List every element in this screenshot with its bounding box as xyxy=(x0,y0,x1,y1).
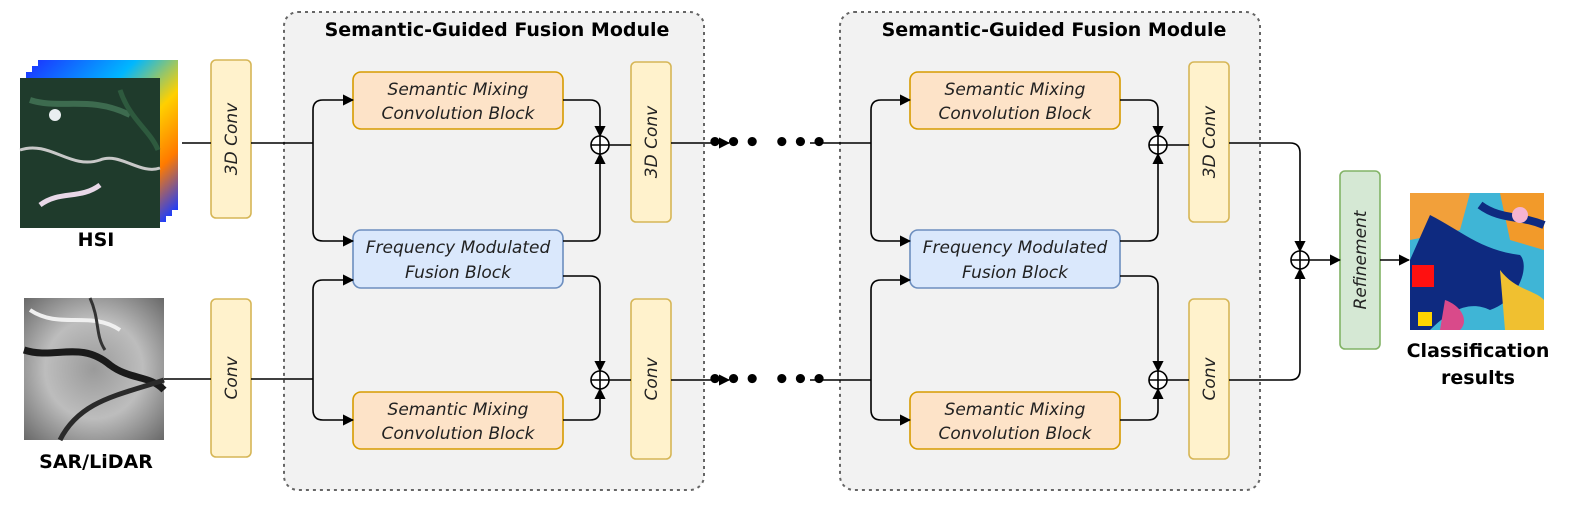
sar-image xyxy=(22,297,167,442)
sar-conv-block xyxy=(210,298,252,458)
classification-label-line2: results xyxy=(1441,367,1515,389)
hsi-image xyxy=(19,60,178,228)
connection-lines xyxy=(164,94,1411,426)
m1-3d-conv-label: 3D Conv xyxy=(642,105,662,178)
m1-3d-conv-block xyxy=(630,61,672,223)
m2-bot-line1: Semantic Mixing xyxy=(945,400,1086,420)
m1-top-line2: Convolution Block xyxy=(382,104,536,124)
m2-conv-label: Conv xyxy=(1200,357,1220,401)
m2-frequency-modulated-block xyxy=(909,229,1121,289)
hsi-label: HSI xyxy=(78,229,115,251)
m1-mid-line1: Frequency Modulated xyxy=(366,238,551,258)
sar-conv-label: Conv xyxy=(222,356,242,400)
hsi-3d-conv-block xyxy=(210,59,252,219)
m1-top-line1: Semantic Mixing xyxy=(388,80,529,100)
m2-conv-block xyxy=(1188,298,1230,460)
m1-mid-line2: Fusion Block xyxy=(405,263,512,283)
module-2-title: Semantic-Guided Fusion Module xyxy=(882,19,1227,41)
m2-3d-conv-block xyxy=(1188,61,1230,223)
sar-lidar-label: SAR/LiDAR xyxy=(39,451,153,473)
m2-top-line1: Semantic Mixing xyxy=(945,80,1086,100)
m1-conv-label: Conv xyxy=(642,357,662,401)
m1-conv-block xyxy=(630,298,672,460)
hsi-3d-conv-label: 3D Conv xyxy=(222,102,242,175)
m1-bot-line2: Convolution Block xyxy=(382,424,536,444)
final-add-icon xyxy=(1290,250,1310,270)
m2-top-add-icon xyxy=(1148,135,1168,155)
m1-bottom-add-icon xyxy=(590,370,610,390)
m2-top-line2: Convolution Block xyxy=(939,104,1093,124)
module-1-title: Semantic-Guided Fusion Module xyxy=(325,19,670,41)
classification-map xyxy=(1410,193,1546,330)
m1-bot-line1: Semantic Mixing xyxy=(388,400,529,420)
m2-bot-line2: Convolution Block xyxy=(939,424,1093,444)
m1-top-add-icon xyxy=(590,135,610,155)
m2-3d-conv-label: 3D Conv xyxy=(1200,105,1220,178)
m1-frequency-modulated-block xyxy=(352,229,564,289)
m2-mid-line2: Fusion Block xyxy=(962,263,1069,283)
refinement-label: Refinement xyxy=(1351,209,1371,309)
m2-bottom-add-icon xyxy=(1148,370,1168,390)
classification-label-line1: Classification xyxy=(1407,340,1550,362)
m2-mid-line1: Frequency Modulated xyxy=(923,238,1108,258)
